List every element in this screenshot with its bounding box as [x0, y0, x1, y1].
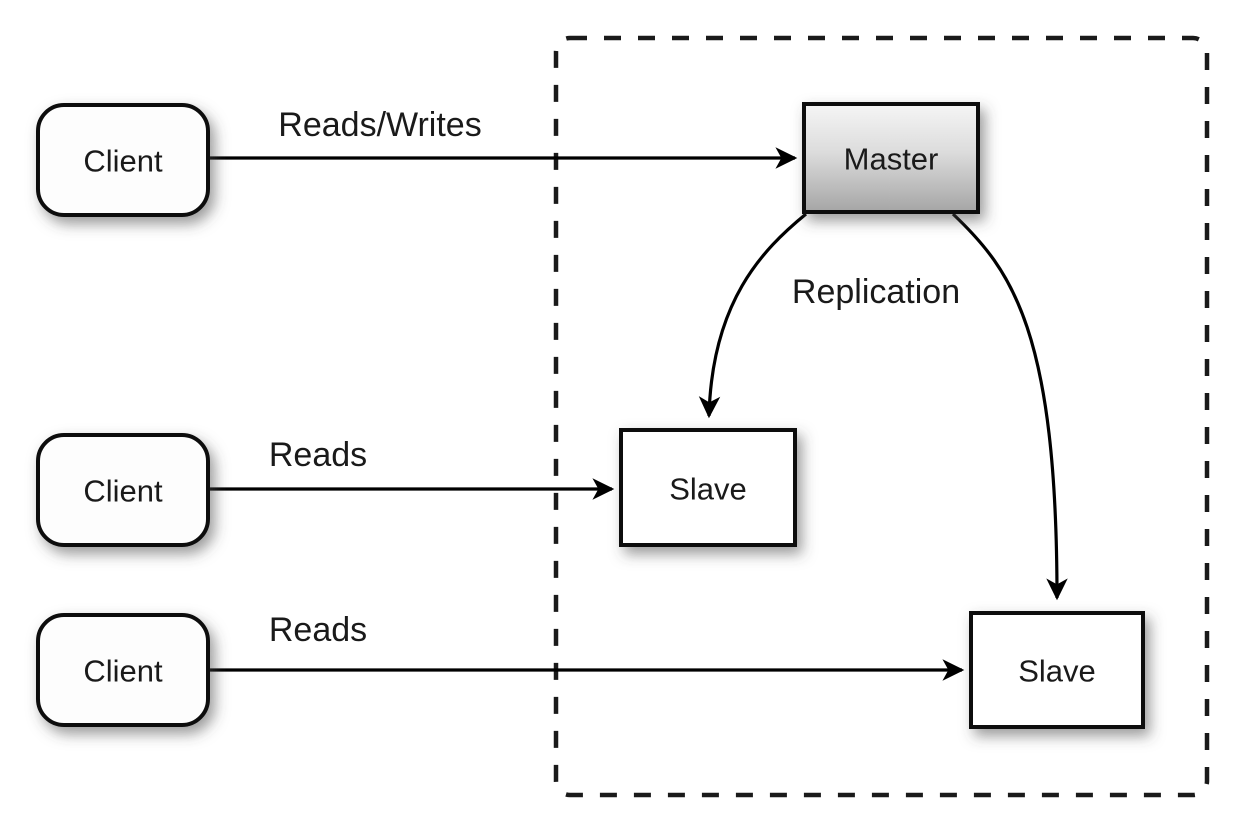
edge-label-reads-2: Reads	[269, 611, 367, 649]
slave-2-box[interactable]	[969, 611, 1145, 729]
master-box[interactable]	[802, 102, 980, 214]
edge-label-reads-1: Reads	[269, 436, 367, 474]
node-slave-1[interactable]: Slave	[619, 428, 797, 547]
client-3-box[interactable]	[36, 613, 210, 727]
edge-label-replication: Replication	[792, 273, 960, 311]
node-client-2[interactable]: Client	[36, 433, 210, 547]
edge-master-slave2	[951, 212, 1068, 601]
client-3-label: Client	[83, 654, 163, 689]
node-master[interactable]: Master	[802, 102, 980, 214]
client-1-label: Client	[83, 144, 163, 179]
edges-layer	[209, 147, 1068, 681]
database-cluster-boundary	[553, 35, 1210, 798]
node-slave-2[interactable]: Slave	[969, 611, 1145, 729]
slave-1-label: Slave	[669, 472, 747, 507]
node-client-1[interactable]: Client	[36, 103, 210, 217]
edge-labels-layer: Reads/Writes Replication Reads Reads	[269, 106, 960, 649]
slave-1-box[interactable]	[619, 428, 797, 547]
master-label: Master	[844, 142, 939, 177]
node-client-3[interactable]: Client	[36, 613, 210, 727]
client-2-label: Client	[83, 474, 163, 509]
slave-2-label: Slave	[1018, 654, 1096, 689]
client-2-box[interactable]	[36, 433, 210, 547]
edge-label-reads-writes: Reads/Writes	[278, 106, 481, 144]
client-1-box[interactable]	[36, 103, 210, 217]
edge-master-slave1	[698, 212, 808, 419]
